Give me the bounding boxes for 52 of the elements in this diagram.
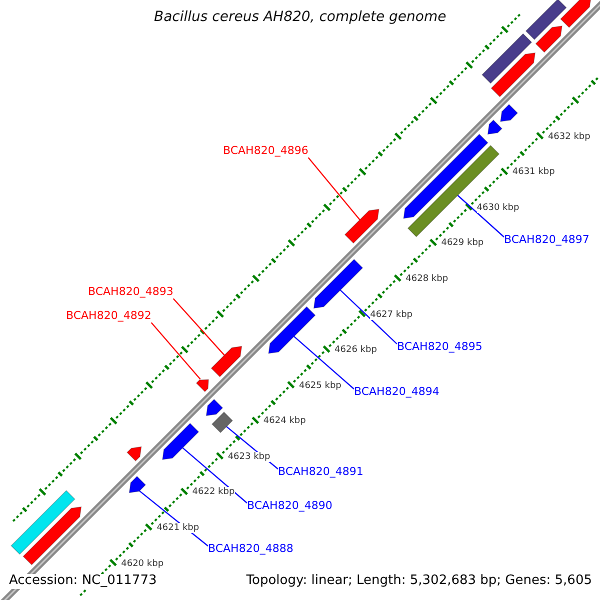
gene-block [490,52,536,98]
leader-line [182,447,248,504]
gene-bar [407,144,500,238]
gene-block [126,446,142,462]
scale-label: 4626 kbp [334,345,377,356]
leader-line [150,322,201,380]
leader-line [172,298,225,356]
gene-label: BCAH820_4896 [223,145,308,158]
leader-line [294,336,354,390]
gene-label: BCAH820_4895 [397,341,482,354]
gene-label: BCAH820_4894 [354,386,440,399]
scale-label: 4625 kbp [298,380,342,392]
gene-bar [211,412,234,434]
scale-label: 4620 kbp [121,558,164,569]
gene-label: BCAH820_4890 [247,500,332,513]
scale-label: 4627 kbp [370,310,412,320]
scale-label: 4628 kbp [406,274,448,284]
gene-block [487,120,502,135]
summary-text: Topology: linear; Length: 5,302,683 bp; Genes: 5,605 [246,574,592,589]
gene-block [500,104,518,122]
gene-block [268,306,316,354]
gene-block [196,379,209,392]
gene-block [210,346,242,378]
gene-bar [482,33,532,84]
gene-block [128,476,146,494]
scale-label: 4624 kbp [263,416,306,427]
accession-text: Accession: NC_011773 [9,574,157,589]
leader-line [457,194,504,238]
scale-label: 4629 kbp [441,238,484,249]
scale-label: 4621 kbp [156,523,200,534]
gene-block [535,26,562,53]
gene-block [22,506,82,566]
gene-bar [525,0,567,40]
gene-block [206,398,224,416]
gene-block [162,422,200,460]
gene-block [344,208,380,244]
gene-label: BCAH820_4891 [278,466,364,479]
gene-bar [10,490,76,555]
title: Bacillus cereus AH820, complete genome [154,9,446,26]
leader-line [308,157,360,220]
gene-label: BCAH820_4893 [88,286,174,299]
gene-block [560,0,592,28]
gene-label: BCAH820_4892 [66,310,152,323]
scale-label: 4632 kbp [548,132,590,142]
gene-label: BCAH820_4888 [208,543,294,556]
gene-label: BCAH820_4897 [504,234,590,247]
scale-label: 4623 kbp [228,452,270,462]
scale-label: 4631 kbp [512,167,555,178]
scale-label: 4622 kbp [192,487,235,498]
gene-block [313,258,364,309]
scale-label: 4630 kbp [476,202,520,214]
leader-line [340,290,398,344]
